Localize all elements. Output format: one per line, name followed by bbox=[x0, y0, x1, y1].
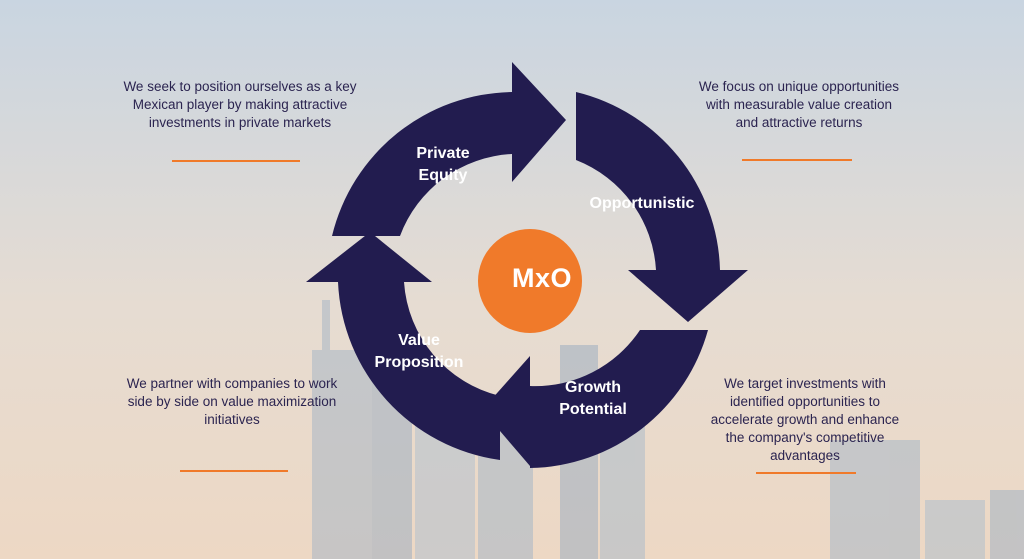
description-bottom-left: We partner with companies to work side b… bbox=[126, 376, 338, 427]
mxo-logo-circle bbox=[478, 229, 582, 333]
arrow-growth-potential bbox=[482, 330, 708, 468]
divider-bottom-left bbox=[180, 470, 288, 472]
label-growth-potential: Growth Potential bbox=[559, 379, 627, 418]
label-private-equity: Private Equity bbox=[416, 145, 470, 184]
arrow-private-equity bbox=[332, 62, 566, 236]
arrow-value-proposition bbox=[306, 232, 500, 460]
description-top-right: We focus on unique opportunities with me… bbox=[698, 79, 900, 130]
divider-top-left bbox=[172, 160, 300, 162]
divider-bottom-right bbox=[756, 472, 856, 474]
label-opportunistic: Opportunistic bbox=[589, 195, 695, 212]
mxo-logo-text: MxO bbox=[512, 263, 573, 293]
description-top-left: We seek to position ourselves as a key M… bbox=[123, 79, 357, 130]
divider-top-right bbox=[742, 159, 852, 161]
description-bottom-right: We target investments with identified op… bbox=[710, 376, 900, 463]
label-value-proposition: Value Proposition bbox=[374, 332, 464, 371]
arrow-opportunistic bbox=[576, 92, 748, 322]
